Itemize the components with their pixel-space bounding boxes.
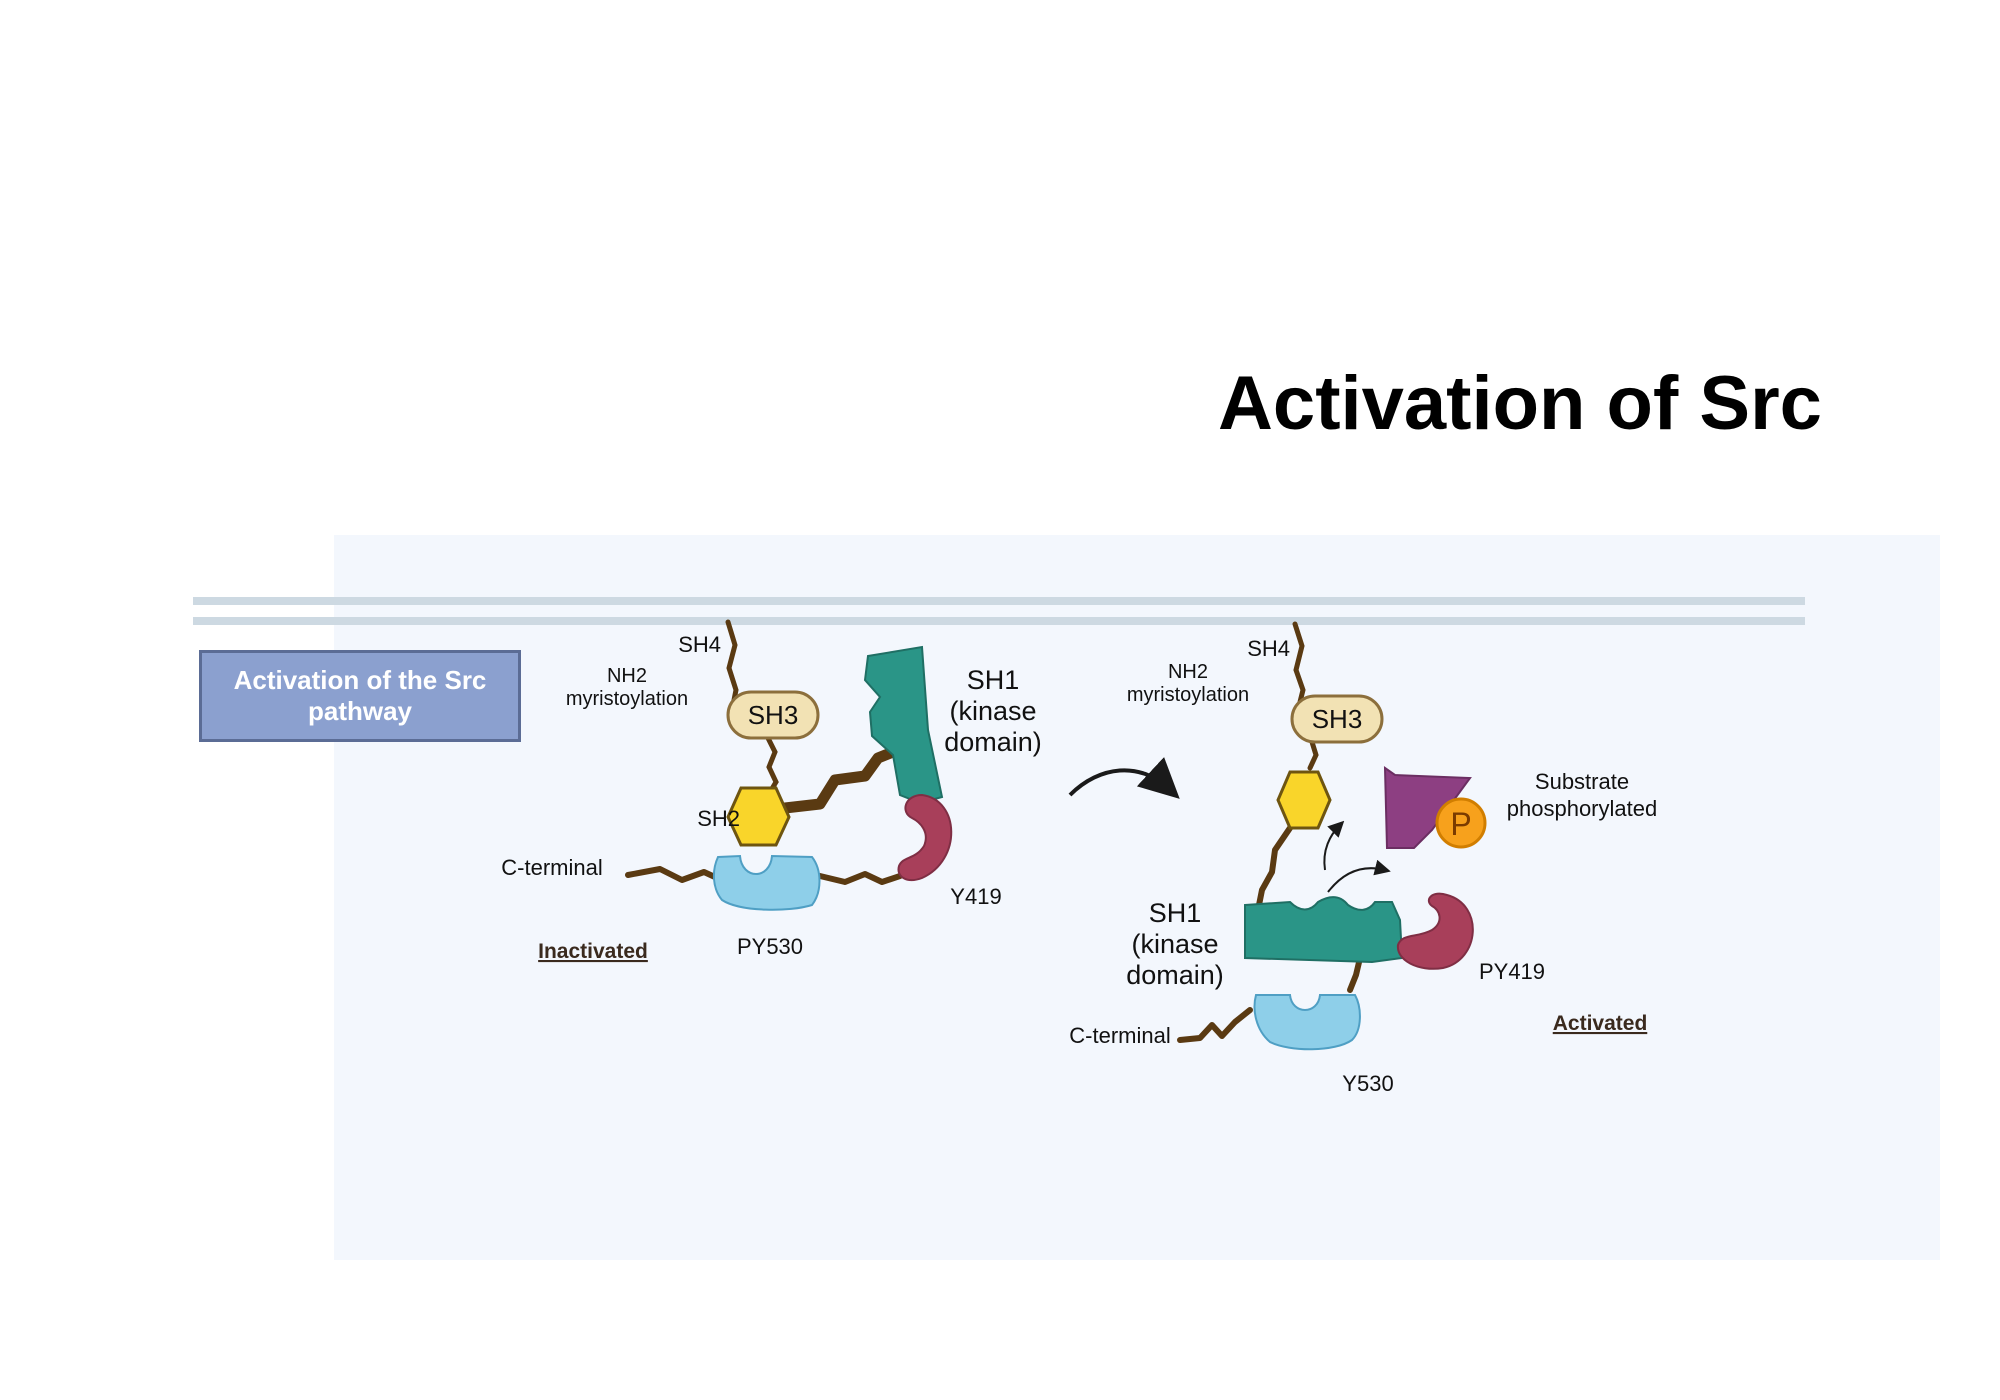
sh4-linker (725, 619, 739, 708)
phosphorylation-arrow-icon (1323, 820, 1345, 871)
sh3-sh2-linker (765, 735, 779, 795)
c-terminal-label: C-terminal (501, 855, 602, 880)
diagram-panel (334, 535, 1940, 1260)
inactive-src: SH4 NH2 myristoylation SH3 SH2 SH1 (kina… (501, 619, 1042, 963)
myristoylation-label: myristoylation (1127, 684, 1249, 706)
y530-domain (1253, 994, 1361, 1051)
sh3-domain (1290, 694, 1384, 744)
curved-arrow-icon (1068, 757, 1180, 799)
substrate-protein (1383, 766, 1472, 849)
phosphorylation-arrow-icon (1327, 859, 1391, 893)
sh2-domain (1276, 770, 1332, 830)
sh2-label: SH2 (697, 806, 740, 831)
py419-domain (1396, 892, 1474, 970)
sh2-domain (726, 786, 791, 847)
pathway-label-box: Activation of the Src pathway (199, 650, 521, 742)
sh4-label: SH4 (678, 632, 721, 657)
py419-label: PY419 (1479, 959, 1545, 984)
nh2-label: NH2 (607, 665, 647, 687)
y530-label: Y530 (1342, 1071, 1393, 1096)
sh1-label-2: (kinase (949, 696, 1036, 726)
sh1-kinase-domain (1244, 896, 1404, 964)
kinase-tail-linker (1347, 955, 1363, 993)
cell-membrane (193, 597, 1805, 625)
sh1-kinase-domain (863, 645, 944, 805)
sh1-label-3: domain) (944, 727, 1042, 757)
substrate-label-2: phosphorylated (1507, 796, 1657, 821)
py530-domain (712, 854, 821, 911)
sh4-label: SH4 (1247, 636, 1290, 661)
sh3-label: SH3 (1312, 704, 1363, 734)
sh1-label-1: SH1 (1149, 898, 1202, 928)
active-src: P SH4 NH2 myristoylation SH3 SH1 (kinase… (1069, 621, 1657, 1096)
myristoylation-label: myristoylation (566, 688, 688, 710)
sh3-domain (726, 690, 820, 740)
sh1-label-1: SH1 (967, 665, 1020, 695)
sh1-label-3: domain) (1126, 960, 1224, 990)
y419-domain (897, 793, 953, 882)
sh3-sh2-linker (1307, 739, 1319, 771)
tail-y419-linker (817, 871, 903, 885)
sh3-label: SH3 (748, 700, 799, 730)
sh2-kinase-linker (1255, 825, 1293, 913)
c-terminal-linker (1177, 1007, 1253, 1043)
sh4-linker (1292, 621, 1306, 705)
c-terminal-label: C-terminal (1069, 1023, 1170, 1048)
y419-label: Y419 (950, 884, 1001, 909)
substrate-label-1: Substrate (1535, 769, 1629, 794)
py530-label: PY530 (737, 934, 803, 959)
nh2-label: NH2 (1168, 661, 1208, 683)
phosphate-group (1435, 797, 1487, 849)
active-state-label: Activated (1553, 1012, 1648, 1035)
phosphate-label: P (1450, 806, 1471, 842)
sh2-kinase-linker (779, 746, 899, 814)
page-title: Activation of Src (1218, 361, 1822, 446)
inactive-state-label: Inactivated (538, 940, 648, 963)
sh1-label-2: (kinase (1131, 929, 1218, 959)
